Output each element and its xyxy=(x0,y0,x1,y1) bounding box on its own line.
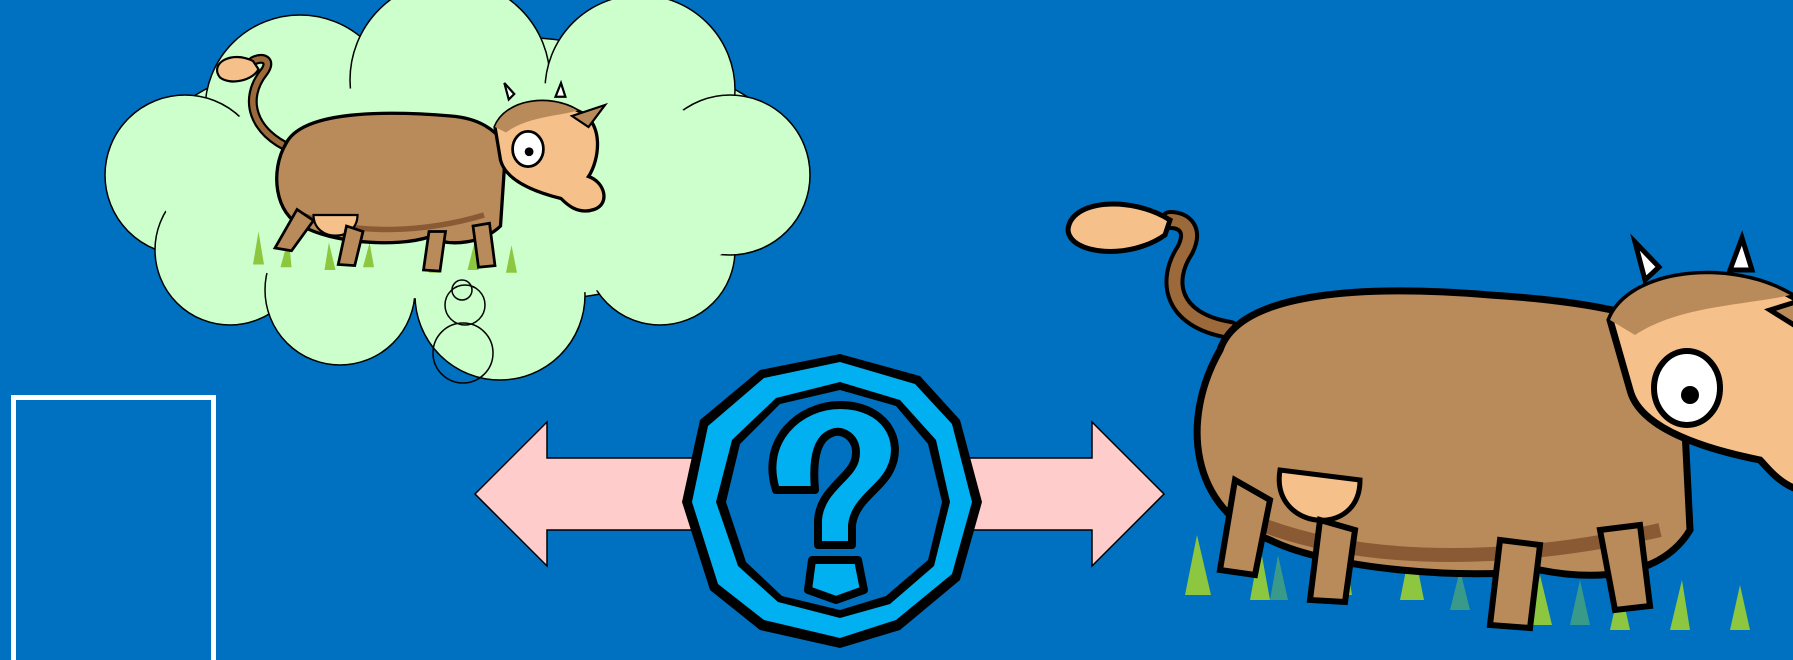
empty-frame xyxy=(11,395,216,660)
thought-trail-bubbles xyxy=(432,279,494,384)
question-mark-icon xyxy=(682,354,982,648)
cow-icon xyxy=(216,53,608,273)
cow-icon xyxy=(1065,201,1793,632)
